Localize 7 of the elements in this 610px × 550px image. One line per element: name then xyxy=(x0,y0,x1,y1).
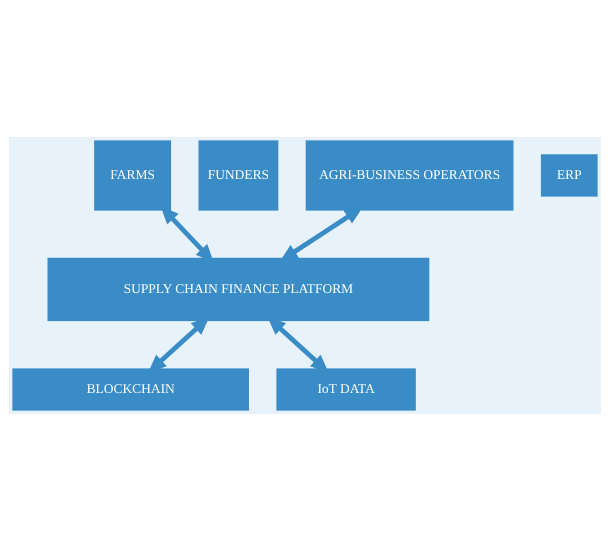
node-box: BLOCKCHAIN xyxy=(12,368,249,410)
node-box: ERP xyxy=(540,154,598,196)
node-box: IoT DATA xyxy=(276,368,416,410)
node-box: FUNDERS xyxy=(198,140,278,210)
node-box: FARMS xyxy=(94,140,172,210)
node-box: AGRI-BUSINESS OPERATORS xyxy=(306,140,514,210)
node-box: SUPPLY CHAIN FINANCE PLATFORM xyxy=(47,257,430,321)
